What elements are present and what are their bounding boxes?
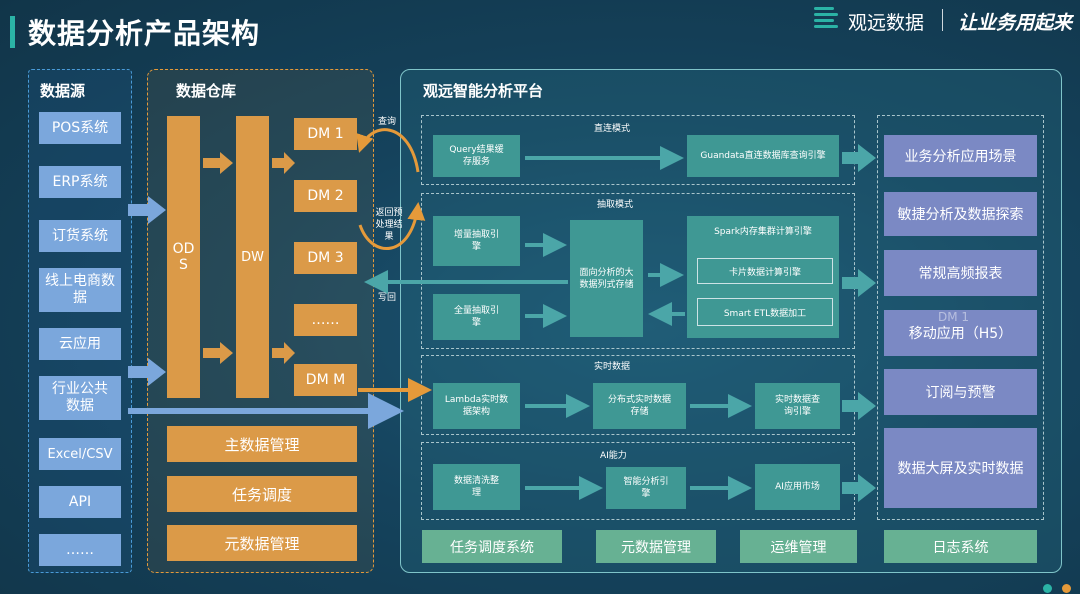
- realtime-title: 实时数据: [594, 362, 631, 372]
- dm-1: DM 1: [294, 118, 357, 150]
- slogan: 让业务用起来: [958, 12, 1073, 34]
- metadata-management: 元数据管理: [167, 525, 357, 561]
- source-api: API: [39, 486, 121, 518]
- scenario-agile-analysis: 敏捷分析及数据探索: [884, 192, 1037, 236]
- full-extract-engine: 全量抽取引擎: [433, 294, 520, 340]
- ods-layer: ODS: [167, 116, 200, 398]
- scenario-regular-reports: 常规高频报表: [884, 250, 1037, 296]
- source-excel: Excel/CSV: [39, 438, 121, 470]
- metadata-management-system: 元数据管理: [596, 530, 716, 563]
- dm-m: DM M: [294, 364, 357, 396]
- query-label: 查询: [378, 117, 397, 127]
- ai-title: AI能力: [600, 451, 627, 461]
- guandata-logo-icon: [814, 7, 838, 28]
- extract-mode-title: 抽取模式: [597, 200, 634, 210]
- page-dot-1: [1043, 584, 1052, 593]
- smart-etl: Smart ETL数据加工: [697, 298, 833, 326]
- scenario-dashboard: 数据大屏及实时数据: [884, 428, 1037, 508]
- realtime-query-engine: 实时数据查询引擎: [755, 383, 840, 429]
- direct-query-engine: Guandata直连数据库查询引擎: [687, 135, 839, 177]
- source-pos: POS系统: [39, 112, 121, 144]
- logo-text: 观远数据: [848, 12, 925, 34]
- data-cleaning: 数据清洗整理: [433, 464, 520, 510]
- return-label: 返回预处理结果: [375, 208, 403, 242]
- scenario-business-analysis: 业务分析应用场景: [884, 135, 1037, 177]
- title-accent-bar: [10, 16, 15, 48]
- source-erp: ERP系统: [39, 166, 121, 198]
- query-cache-service: Query结果缓存服务: [433, 135, 520, 177]
- data-warehouse-title: 数据仓库: [176, 82, 237, 100]
- dm-more: ……: [294, 304, 357, 336]
- card-compute-engine: 卡片数据计算引擎: [697, 258, 833, 284]
- log-system: 日志系统: [884, 530, 1037, 563]
- master-data-management: 主数据管理: [167, 426, 357, 462]
- data-source-title: 数据源: [40, 82, 86, 100]
- page-dot-2: [1062, 584, 1072, 593]
- ops-management: 运维管理: [740, 530, 857, 563]
- source-ecommerce: 线上电商数据: [39, 268, 121, 312]
- ai-app-market: AI应用市场: [755, 464, 840, 510]
- lambda-architecture: Lambda实时数据架构: [433, 383, 520, 429]
- task-scheduling: 任务调度: [167, 476, 357, 512]
- guandata-platform-title: 观远智能分析平台: [423, 82, 544, 100]
- writeback-label: 写回: [378, 293, 397, 303]
- incremental-extract-engine: 增量抽取引擎: [433, 216, 520, 266]
- header-divider: [942, 9, 943, 31]
- dw-layer: DW: [236, 116, 269, 398]
- page-title: 数据分析产品架构: [28, 17, 261, 50]
- scenario-frame: [877, 115, 1044, 520]
- dm-2: DM 2: [294, 180, 357, 212]
- task-scheduling-system: 任务调度系统: [422, 530, 562, 563]
- source-cloud: 云应用: [39, 328, 121, 360]
- page-dots: [1038, 578, 1072, 594]
- scenario-subscription: 订阅与预警: [884, 369, 1037, 415]
- dm-3: DM 3: [294, 242, 357, 274]
- scenario-mobile: 移动应用（H5）: [884, 310, 1037, 356]
- source-public: 行业公共数据: [39, 376, 121, 420]
- source-more: ……: [39, 534, 121, 566]
- source-ordering: 订货系统: [39, 220, 121, 252]
- smart-analysis-engine: 智能分析引擎: [606, 467, 686, 509]
- spark-engine-label: Spark内存集群计算引擎: [714, 227, 812, 237]
- columnar-storage: 面向分析的大数据列式存储: [570, 220, 643, 337]
- scenario-overlay-label: DM 1: [938, 310, 970, 324]
- direct-mode-title: 直连模式: [594, 124, 631, 134]
- distributed-realtime-storage: 分布式实时数据存储: [593, 383, 686, 429]
